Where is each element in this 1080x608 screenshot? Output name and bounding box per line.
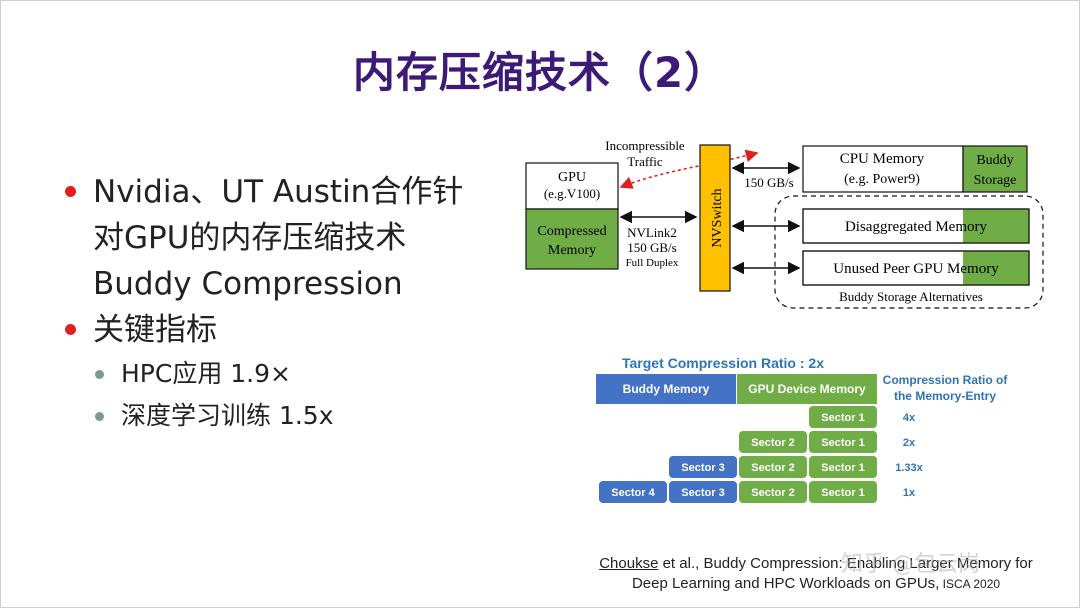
watermark: 知乎 @包云岗 — [841, 552, 980, 577]
incompressible-label: Incompressible — [605, 138, 685, 153]
sector-label: Sector 1 — [821, 437, 864, 449]
unused-peer-gpu-label: Unused Peer GPU Memory — [833, 261, 999, 277]
citation-line-2: Deep Learning and HPC Workloads on GPUs,… — [581, 574, 1051, 594]
sector-label: Sector 3 — [681, 462, 724, 474]
sector-label: Sector 4 — [611, 487, 655, 499]
alternatives-label: Buddy Storage Alternatives — [839, 289, 983, 304]
ratio-header-2: the Memory-Entry — [894, 389, 996, 403]
sector-cell — [809, 456, 877, 478]
cpu-memory-example: (e.g. Power9) — [844, 172, 920, 187]
ratio-value: 2x — [903, 437, 916, 449]
sector-cell — [739, 456, 807, 478]
ratio-title: Target Compression Ratio : 2x — [622, 355, 824, 371]
subbullet-dl-training: 深度学习训练 1.5x — [63, 395, 483, 437]
sector-label: Sector 1 — [821, 412, 864, 424]
compression-ratio-table: Target Compression Ratio : 2x Buddy Memo… — [596, 355, 1009, 503]
citation-line-1-rest: et al., Buddy Compression: Enabling Larg… — [658, 555, 1033, 572]
sector-cell — [739, 481, 807, 503]
gpu-memory-header-label: GPU Device Memory — [748, 382, 866, 396]
sector-cell — [669, 481, 737, 503]
citation-author: Choukse — [599, 555, 659, 572]
compressed-label-2: Memory — [548, 243, 596, 258]
nvlink-bandwidth: 150 GB/s — [627, 240, 676, 255]
citation-venue: ISCA 2020 — [939, 577, 1001, 591]
subbullet-hpc: HPC应用 1.9× — [63, 353, 483, 395]
sector-label: Sector 2 — [751, 437, 794, 449]
citation-line-2-text: Deep Learning and HPC Workloads on GPUs, — [631, 575, 940, 592]
ratio-header: Compression Ratio of — [883, 373, 1009, 387]
ratio-value: 1.33x — [895, 462, 923, 474]
buddy-alternatives-group — [774, 195, 1044, 309]
compressed-label: Compressed — [537, 224, 606, 239]
sector-cell — [809, 431, 877, 453]
sector-cell — [809, 406, 877, 428]
citation: Choukse et al., Buddy Compression: Enabl… — [581, 554, 1051, 594]
ratio-value: 1x — [903, 487, 916, 499]
gpu-memory-header — [737, 374, 877, 404]
buddy-storage-label-2: Storage — [974, 173, 1017, 188]
citation-line-1: Choukse et al., Buddy Compression: Enabl… — [581, 554, 1051, 574]
sector-cell — [739, 431, 807, 453]
cpu-memory-box — [802, 145, 964, 193]
gpu-label: GPU — [558, 170, 586, 185]
sector-label: Sector 1 — [821, 462, 864, 474]
sector-label: Sector 1 — [821, 487, 864, 499]
cpu-memory-label: CPU Memory — [840, 151, 925, 167]
gpu-example: (e.g.V100) — [544, 186, 600, 201]
unused-peer-buddy-fill — [963, 251, 1029, 285]
sector-cell — [599, 481, 667, 503]
buddy-memory-header — [596, 374, 736, 404]
compressed-memory-box — [525, 208, 619, 270]
nvlink-duplex: Full Duplex — [626, 257, 679, 269]
buddy-storage-label: Buddy — [976, 153, 1013, 168]
sector-label: Sector 2 — [751, 487, 794, 499]
bullet-list: Nvidia、UT Austin合作针对GPU的内存压缩技术Buddy Comp… — [63, 169, 483, 437]
bullet-buddy-compression: Nvidia、UT Austin合作针对GPU的内存压缩技术Buddy Comp… — [63, 169, 483, 307]
gpu-box — [525, 162, 619, 210]
sector-label: Sector 3 — [681, 487, 724, 499]
buddy-memory-header-label: Buddy Memory — [623, 382, 710, 396]
cpu-link-bandwidth: 150 GB/s — [744, 175, 793, 190]
nvswitch-box — [699, 144, 731, 292]
traffic-label: Traffic — [627, 154, 663, 169]
nvlink-label: NVLink2 — [627, 225, 677, 240]
nvswitch-label: NVSwitch — [710, 188, 725, 247]
sector-cell — [669, 456, 737, 478]
disaggregated-memory-label: Disaggregated Memory — [845, 219, 988, 235]
architecture-diagram: GPU (e.g.V100) Compressed Memory Incompr… — [525, 138, 1044, 309]
ratio-value: 4x — [903, 412, 916, 424]
slide-title: 内存压缩技术（2） — [352, 48, 728, 97]
buddy-storage-box — [962, 145, 1028, 193]
sector-label: Sector 2 — [751, 462, 794, 474]
bullet-key-metrics: 关键指标 — [63, 307, 483, 353]
sector-cell — [809, 481, 877, 503]
disaggregated-buddy-fill — [963, 209, 1029, 243]
